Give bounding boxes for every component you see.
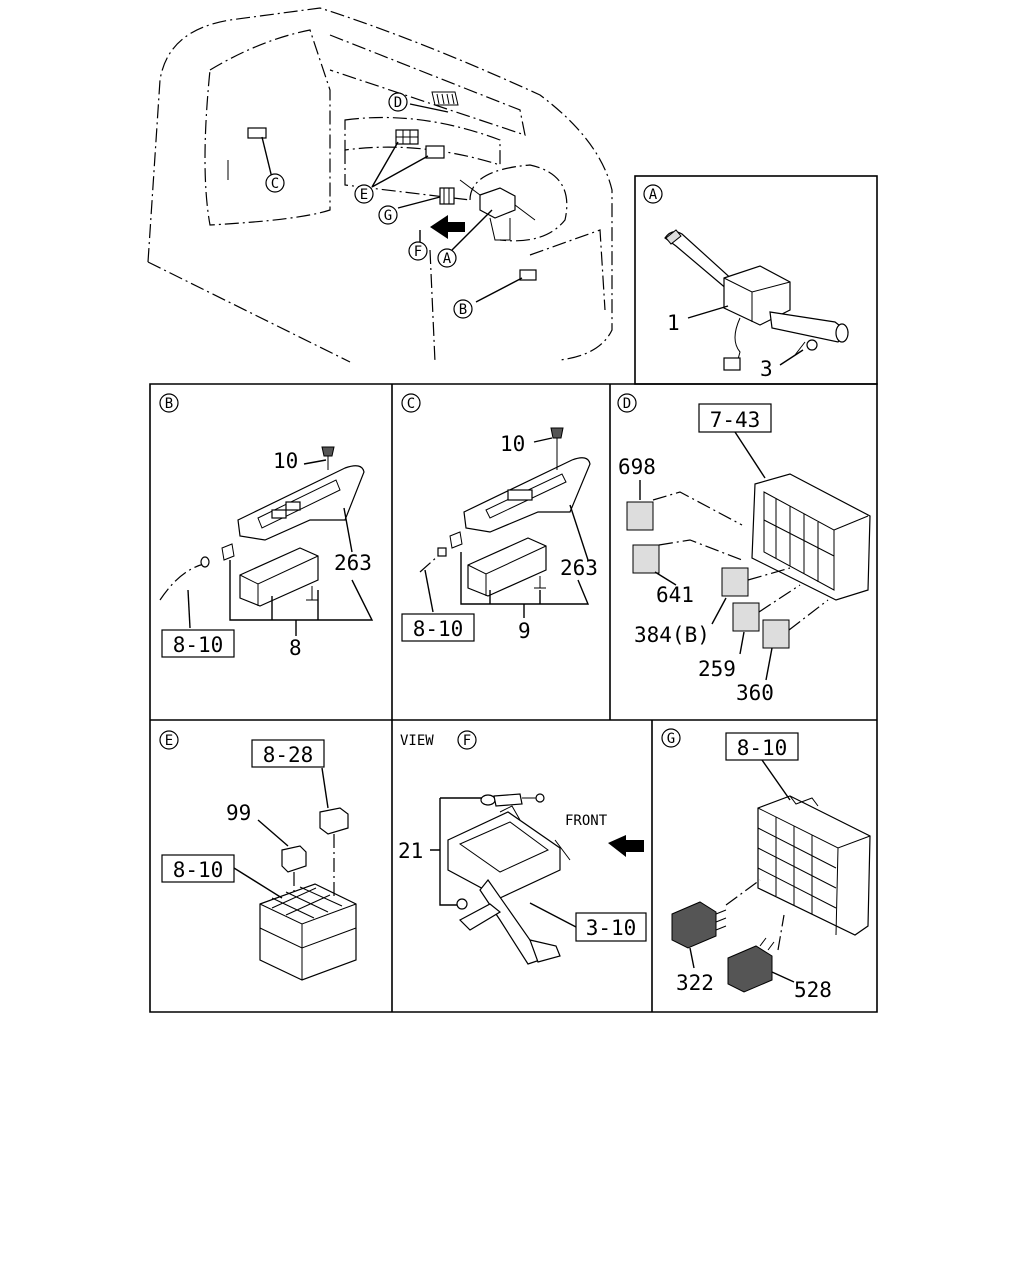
stop-light-switch bbox=[456, 793, 545, 910]
overview-callout-f: F bbox=[414, 244, 422, 260]
relay-641 bbox=[632, 544, 660, 574]
panel-a: A 1 3 bbox=[643, 184, 849, 381]
panel-a-part-3: 3 bbox=[760, 357, 773, 381]
panel-a-part-1: 1 bbox=[667, 311, 680, 335]
combination-switch bbox=[664, 229, 849, 371]
overview-combination-switch bbox=[459, 179, 536, 241]
panel-c-part-263: 263 bbox=[560, 556, 598, 580]
panel-c-ref: 8-10 bbox=[413, 617, 464, 641]
panel-d-ref: 7-43 bbox=[710, 408, 761, 432]
front-arrow-icon bbox=[430, 215, 465, 239]
overview-callout-d: D bbox=[394, 95, 402, 111]
screw bbox=[794, 339, 818, 356]
relay-528 bbox=[727, 937, 775, 993]
panel-d-part-384b: 384(B) bbox=[634, 623, 710, 647]
panel-e-ref-top: 8-28 bbox=[263, 743, 314, 767]
panel-b-part-8: 8 bbox=[289, 636, 302, 660]
overview-callout-b: B bbox=[459, 302, 467, 318]
overview-relay-g bbox=[439, 187, 455, 205]
switch-body bbox=[221, 543, 319, 607]
fuse-relay-block bbox=[259, 883, 357, 981]
overview-switch-b bbox=[519, 269, 537, 281]
panel-d-part-360: 360 bbox=[736, 681, 774, 705]
panel-e: E 8-28 8-10 99 bbox=[159, 730, 357, 981]
overview-callout-g: G bbox=[384, 208, 392, 224]
panel-e-ref-left: 8-10 bbox=[173, 858, 224, 882]
panel-d-part-698: 698 bbox=[618, 455, 656, 479]
panel-d-part-641: 641 bbox=[656, 583, 694, 607]
overview-switch-c bbox=[247, 127, 267, 139]
panel-c-letter: C bbox=[407, 396, 415, 412]
relay-top bbox=[319, 807, 349, 835]
clip-10 bbox=[321, 446, 335, 470]
overview-callout-a: A bbox=[443, 251, 452, 267]
relay-99 bbox=[281, 845, 307, 873]
relay-box bbox=[751, 473, 871, 601]
panel-g: G 8-10 322 528 bbox=[661, 728, 871, 1002]
clip-10-c bbox=[550, 427, 564, 470]
panel-e-part-99: 99 bbox=[226, 801, 251, 825]
panel-c-part-9: 9 bbox=[518, 619, 531, 643]
junction-block bbox=[757, 795, 871, 936]
panel-e-letter: E bbox=[165, 733, 173, 749]
panel-d: D 7-43 698 641 384(B) 259 360 bbox=[617, 393, 871, 705]
panel-f-letter: F bbox=[463, 733, 471, 749]
panel-b-ref: 8-10 bbox=[173, 633, 224, 657]
overview-relay-block-e bbox=[395, 129, 445, 159]
pedal-bracket bbox=[447, 805, 571, 965]
window-switch-bezel bbox=[237, 465, 365, 541]
relay-698 bbox=[626, 501, 654, 531]
panel-b: B 10 263 8 8-10 bbox=[159, 393, 374, 660]
panel-g-letter: G bbox=[667, 731, 675, 747]
panel-c-part-10: 10 bbox=[500, 432, 525, 456]
panel-f-view-label: VIEW bbox=[400, 733, 434, 749]
overview-callout-e: E bbox=[360, 187, 368, 203]
relay-384b bbox=[721, 567, 749, 597]
screw-b bbox=[306, 586, 318, 601]
panel-f-part-21: 21 bbox=[398, 839, 423, 863]
panel-f-ref: 3-10 bbox=[586, 916, 637, 940]
overview-vehicle-interior: D C E G F A B bbox=[147, 7, 613, 363]
panel-g-part-322: 322 bbox=[676, 971, 714, 995]
screw-c bbox=[534, 576, 546, 589]
relay-360 bbox=[762, 619, 790, 649]
panel-c: C 10 263 9 8-10 bbox=[401, 393, 598, 643]
panel-b-part-263: 263 bbox=[334, 551, 372, 575]
panel-f: VIEW F FRONT 21 3-10 bbox=[398, 730, 647, 965]
relay-259 bbox=[732, 602, 760, 632]
panel-a-letter: A bbox=[649, 187, 658, 203]
panel-b-letter: B bbox=[165, 396, 173, 412]
panel-d-part-259: 259 bbox=[698, 657, 736, 681]
panel-b-part-10: 10 bbox=[273, 449, 298, 473]
overview-callout-c: C bbox=[271, 176, 279, 192]
panel-frames bbox=[149, 175, 878, 1013]
window-switch-bezel-c bbox=[463, 457, 591, 533]
relay-322 bbox=[671, 901, 727, 949]
panel-d-letter: D bbox=[623, 396, 631, 412]
panel-g-ref: 8-10 bbox=[737, 736, 788, 760]
panel-f-front-label: FRONT bbox=[565, 813, 608, 829]
switch-body-c bbox=[449, 531, 547, 597]
panel-g-part-528: 528 bbox=[794, 978, 832, 1002]
front-arrow-icon-f bbox=[608, 835, 644, 857]
overview-vent bbox=[431, 91, 459, 106]
